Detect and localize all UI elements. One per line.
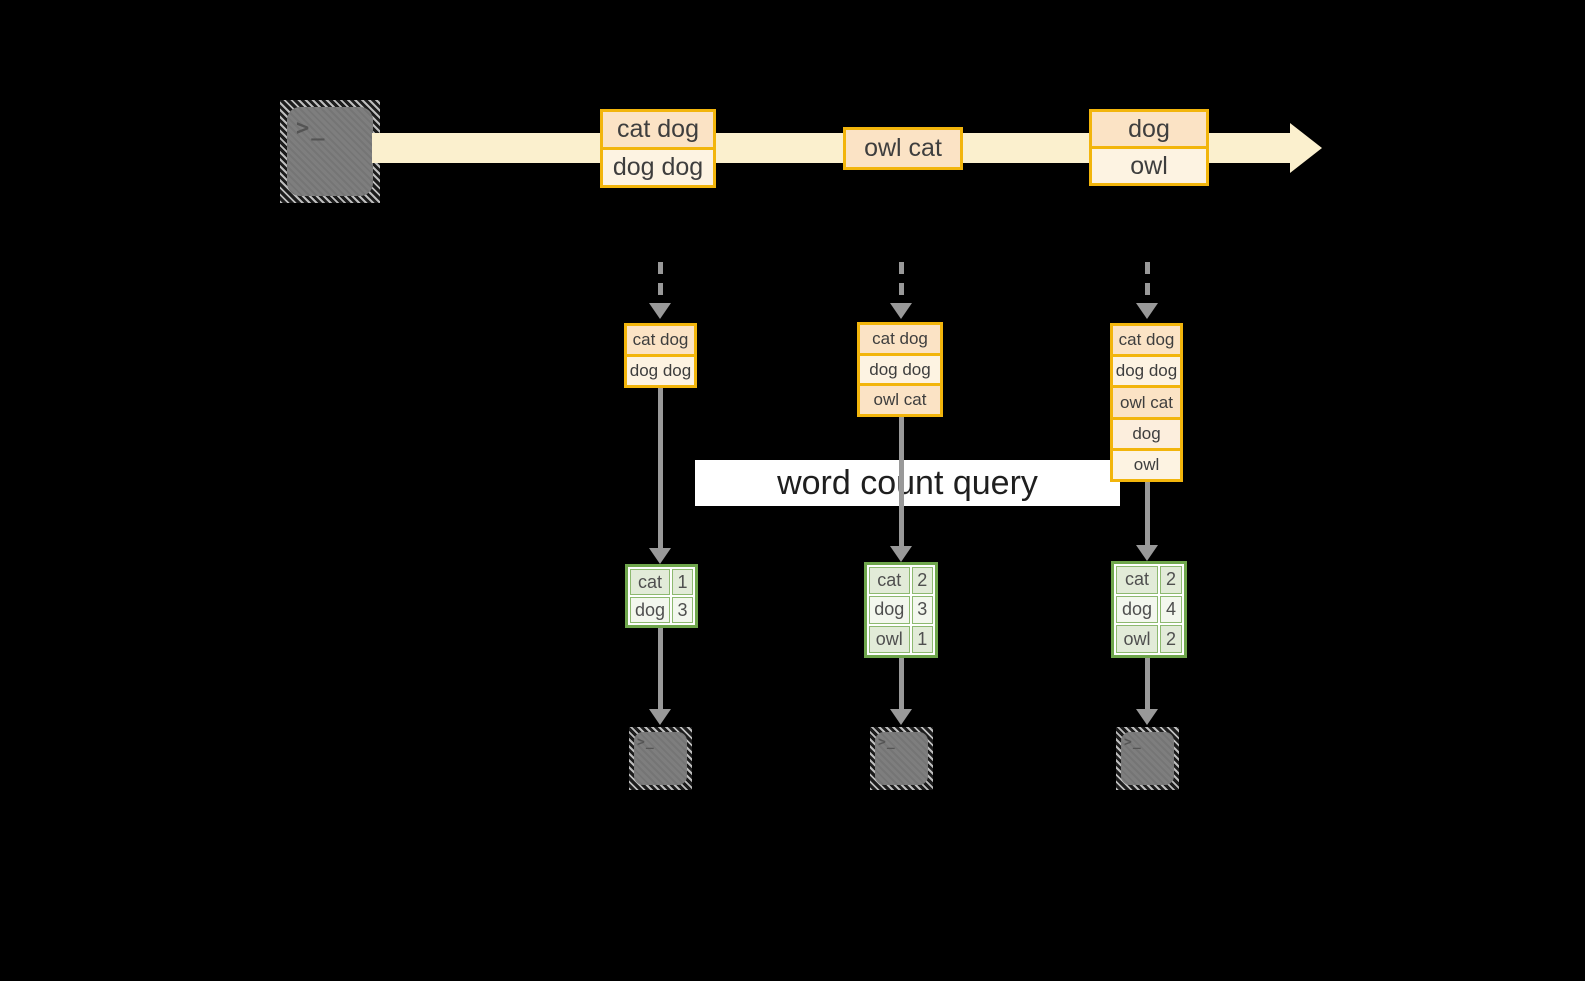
terminal-prompt-icon: >_ <box>296 116 327 141</box>
terminal-prompt-icon: >_ <box>878 735 896 750</box>
stream-arrowhead-icon <box>1290 123 1322 173</box>
result-count: 4 <box>1159 595 1182 624</box>
result-count: 3 <box>671 597 693 623</box>
input-table-2: cat dog dog dog owl cat <box>857 322 943 417</box>
result-word: dog <box>1116 595 1158 624</box>
input-row: dog dog <box>627 357 694 385</box>
result-count: 1 <box>671 569 693 595</box>
terminal-screen <box>1121 732 1174 785</box>
input-table-3: cat dog dog dog owl cat dog owl <box>1110 323 1183 482</box>
result-count: 2 <box>1159 625 1182 653</box>
result-word: cat <box>1116 566 1158 594</box>
input-table-1: cat dog dog dog <box>624 323 697 388</box>
result-word: dog <box>630 597 670 623</box>
stream-record: dog <box>1092 112 1206 149</box>
result-count: 3 <box>911 596 933 624</box>
input-row: owl <box>1113 450 1180 480</box>
terminal-screen <box>875 732 928 785</box>
output-arrowhead-icon <box>1136 709 1158 725</box>
trigger-arrow-shaft <box>899 262 904 304</box>
stream-batch-1: cat dog dog dog <box>600 109 716 188</box>
input-row: dog dog <box>860 355 940 387</box>
input-row: owl cat <box>860 386 940 415</box>
sink-terminal-icon: >_ <box>629 727 692 790</box>
result-count: 2 <box>911 567 933 595</box>
result-table-1: cat 1 dog 3 <box>625 564 698 628</box>
input-row: dog <box>1113 419 1180 451</box>
trigger-arrowhead-icon <box>1136 303 1158 319</box>
input-row: dog dog <box>1113 357 1180 389</box>
stream-batch-2: owl cat <box>843 127 963 170</box>
trigger-arrowhead-icon <box>649 303 671 319</box>
output-arrow-shaft <box>1145 658 1150 711</box>
output-arrow-shaft <box>899 658 904 711</box>
query-arrowhead-icon <box>890 546 912 562</box>
query-arrow-shaft <box>899 417 904 548</box>
sink-terminal-icon: >_ <box>870 727 933 790</box>
query-arrowhead-icon <box>649 548 671 564</box>
result-word: owl <box>1116 625 1158 653</box>
source-terminal-icon: >_ <box>280 100 380 203</box>
input-row: cat dog <box>627 326 694 357</box>
stream-record: owl cat <box>846 130 960 167</box>
sink-terminal-icon: >_ <box>1116 727 1179 790</box>
trigger-arrow-shaft <box>1145 262 1150 304</box>
query-arrowhead-icon <box>1136 545 1158 561</box>
stream-record: dog dog <box>603 150 713 185</box>
input-row: cat dog <box>860 325 940 356</box>
result-word: cat <box>869 567 910 595</box>
result-word: owl <box>869 625 910 653</box>
terminal-prompt-icon: >_ <box>637 735 655 750</box>
trigger-arrowhead-icon <box>890 303 912 319</box>
terminal-screen <box>287 107 373 196</box>
input-row: owl cat <box>1113 388 1180 420</box>
terminal-prompt-icon: >_ <box>1124 735 1142 750</box>
result-count: 1 <box>911 625 933 653</box>
stream-batch-3: dog owl <box>1089 109 1209 186</box>
input-row: cat dog <box>1113 326 1180 358</box>
output-arrowhead-icon <box>649 709 671 725</box>
output-arrow-shaft <box>658 628 663 711</box>
query-label: word count query <box>695 460 1120 506</box>
stream-record: cat dog <box>603 112 713 150</box>
terminal-screen <box>634 732 687 785</box>
result-word: cat <box>630 569 670 595</box>
query-arrow-shaft <box>1145 482 1150 547</box>
query-arrow-shaft <box>658 388 663 550</box>
result-count: 2 <box>1159 566 1182 594</box>
output-arrowhead-icon <box>890 709 912 725</box>
result-word: dog <box>869 596 910 624</box>
trigger-arrow-shaft <box>658 262 663 304</box>
stream-record: owl <box>1092 149 1206 183</box>
result-table-3: cat 2 dog 4 owl 2 <box>1111 561 1187 658</box>
result-table-2: cat 2 dog 3 owl 1 <box>864 562 938 658</box>
